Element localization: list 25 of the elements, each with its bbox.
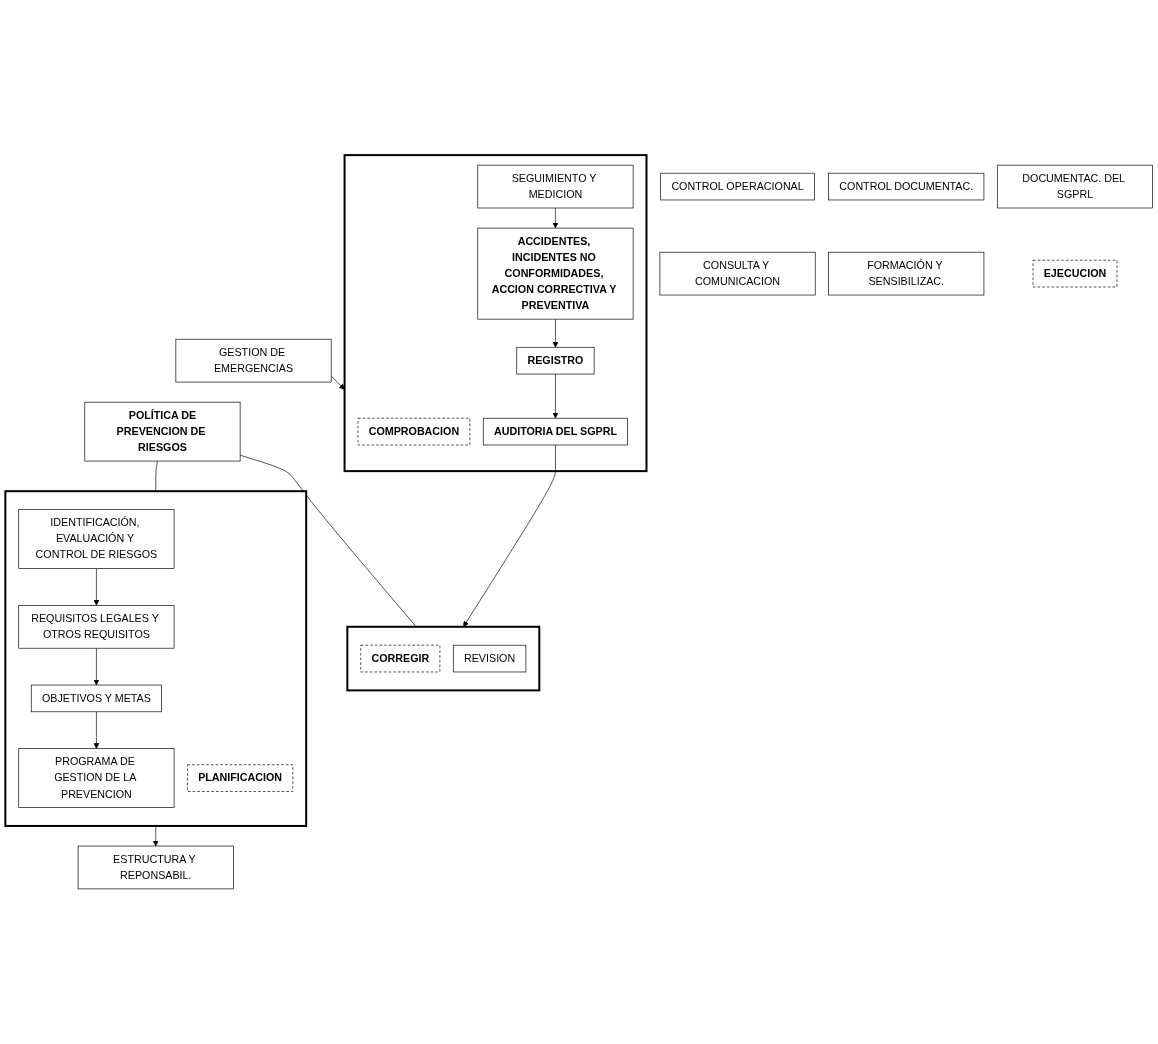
node-box: POLÍTICA DE PREVENCION DE RIESGOS (84, 401, 241, 462)
connector (155, 460, 158, 492)
node-box: PROGRAMA DE GESTION DE LA PREVENCION (18, 748, 175, 808)
node-box: CONTROL OPERACIONAL (660, 172, 815, 201)
node-box: CORREGIR (360, 644, 441, 673)
node-box: IDENTIFICACIÓN, EVALUACIÓN Y CONTROL DE RIESGOS (18, 509, 175, 569)
node-box: CONSULTA Y COMUNICACION (659, 251, 816, 296)
node-box: SEGUIMIENTO Y MEDICION (477, 164, 634, 209)
cluster (343, 154, 648, 473)
node-box: EJECUCION (1032, 259, 1118, 288)
node-box: ESTRUCTURA Y REPONSABIL. (77, 845, 234, 890)
node-box: REQUISITOS LEGALES Y OTROS REQUISITOS (18, 605, 175, 649)
node-box: ACCIDENTES, INCIDENTES NO CONFORMIDADES, ACCION CORRECTIVA Y PREVENTIVA (477, 227, 634, 320)
cluster (4, 490, 308, 827)
node-box: OBJETIVOS Y METAS (30, 684, 162, 713)
node-box: DOCUMENTAC. DEL SGPRL (997, 164, 1153, 209)
node-box: AUDITORIA DEL SGPRL (482, 417, 628, 446)
node-box: GESTION DE EMERGENCIAS (175, 338, 332, 383)
cluster (346, 625, 541, 692)
node-box: PLANIFICACION (187, 764, 294, 792)
node-box: COMPROBACION (357, 417, 471, 446)
node-box: CONTROL DOCUMENTAC. (828, 172, 985, 201)
node-box: REGISTRO (516, 346, 595, 375)
node-box: FORMACIÓN Y SENSIBILIZAC. (828, 251, 985, 296)
node-box: REVISION (452, 644, 527, 673)
